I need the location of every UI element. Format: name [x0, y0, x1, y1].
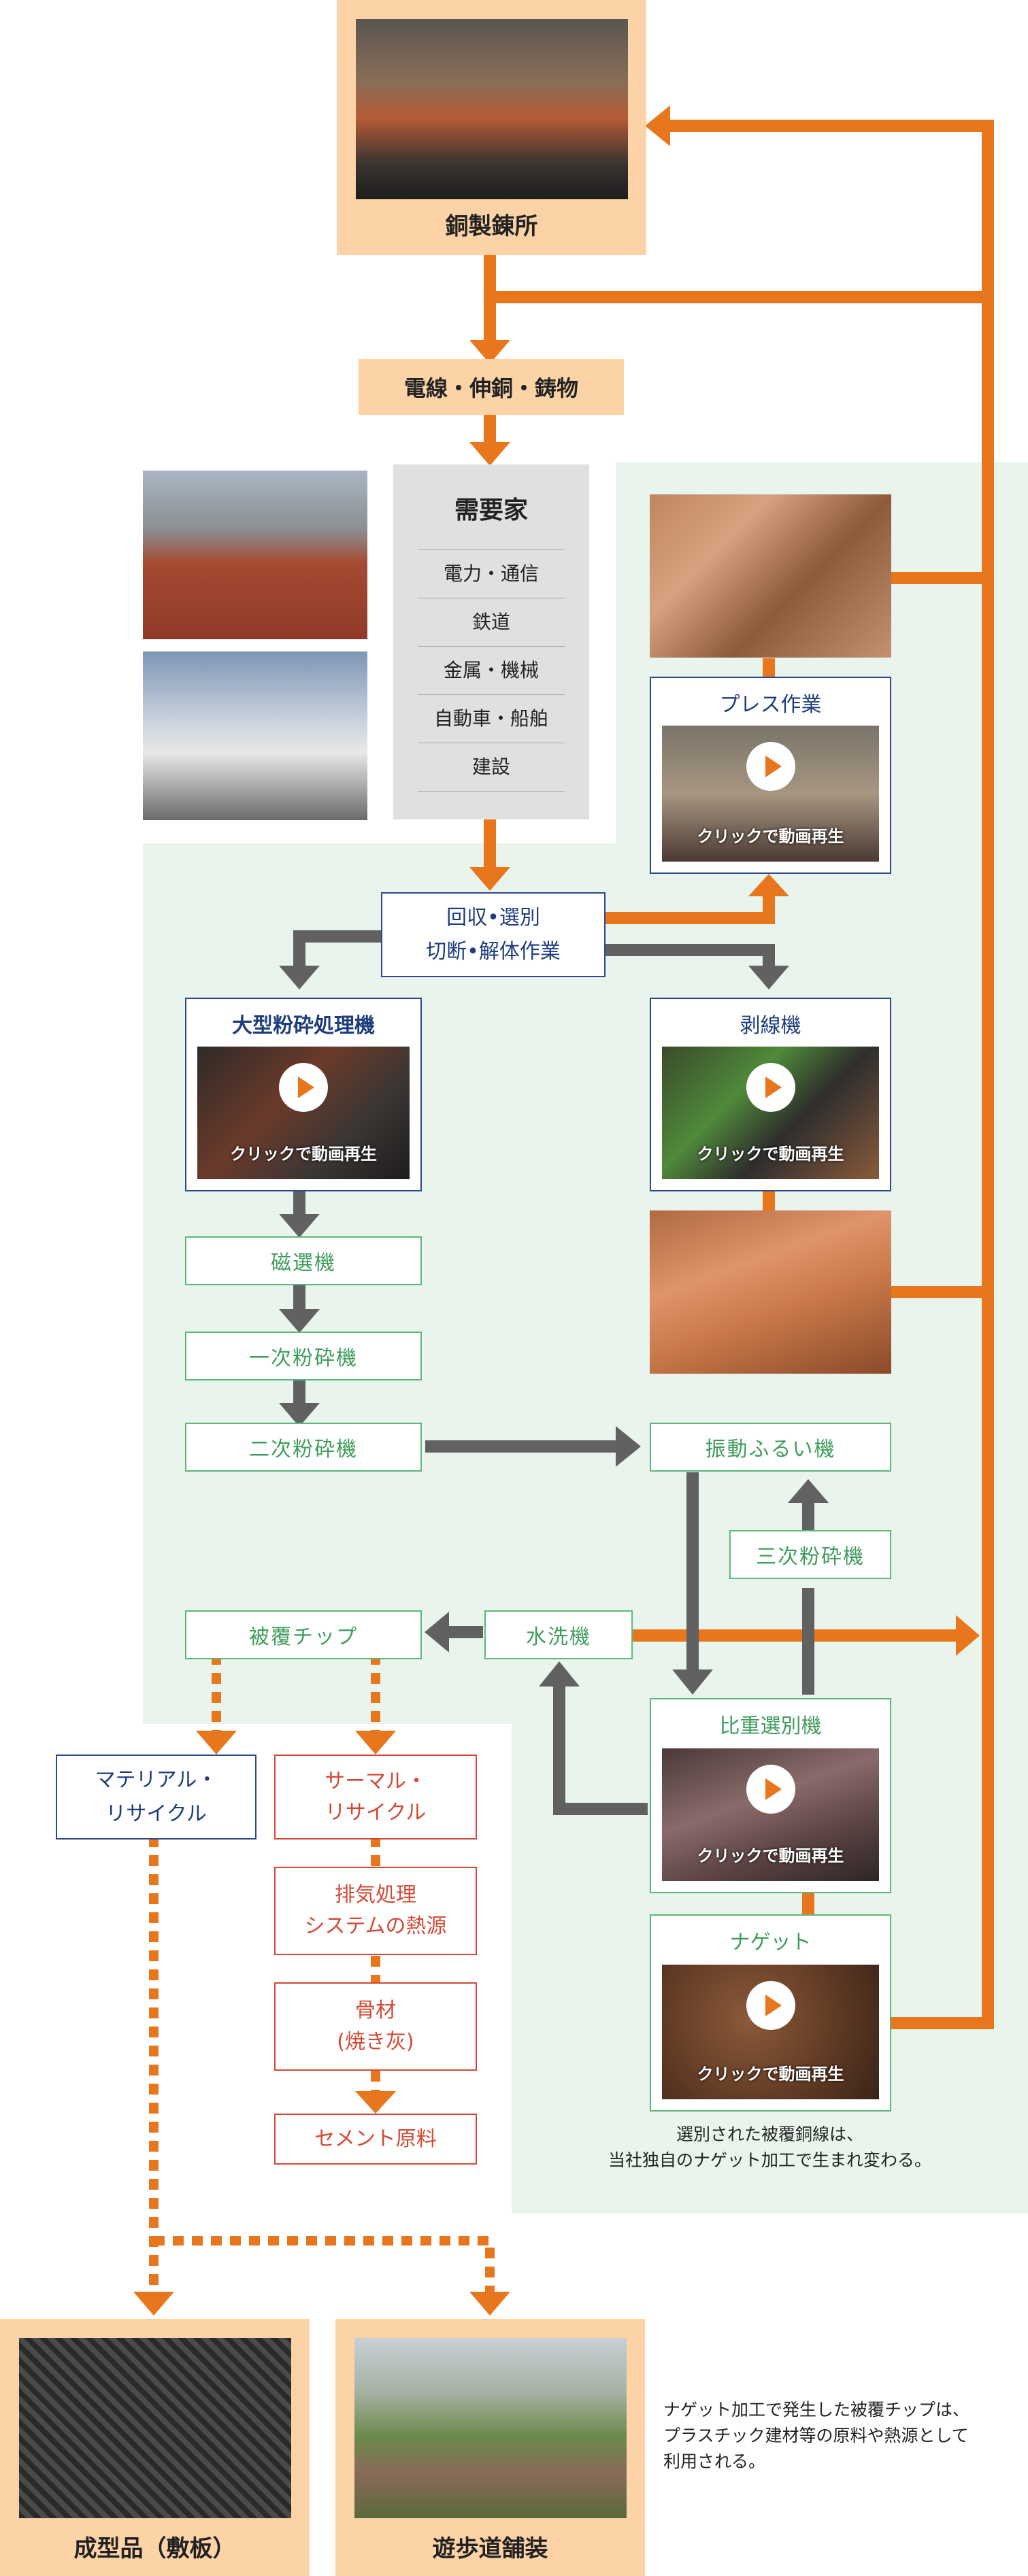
collection-right [606, 944, 775, 966]
consumer-item: 建設 [418, 743, 565, 792]
thermal-recycle-box: サーマル・ リサイクル [274, 1755, 477, 1840]
collection-line2: 切断•解体作業 [426, 939, 561, 964]
pressed-wire-photo [650, 494, 891, 658]
gravity-separator-title: 比重選別機 [719, 1714, 822, 1738]
gravity-separator-card[interactable]: 比重選別機 クリックで動画再生 [650, 1698, 891, 1893]
return-line [670, 120, 994, 870]
coated-chip-box: 被覆チップ [185, 1610, 422, 1659]
exhaust-box: 排気処理 システムの熱源 [274, 1867, 477, 1955]
collection-line1: 回収•選別 [446, 905, 540, 930]
nugget-right [891, 870, 994, 2029]
water-wash-box: 水洗機 [484, 1610, 633, 1659]
pavement-card: 遊歩道舗装 [335, 2319, 645, 2576]
play-icon[interactable] [746, 1981, 795, 2030]
pavement-photo [354, 2338, 627, 2518]
play-icon[interactable] [746, 742, 795, 791]
smelter-label: 銅製錬所 [445, 213, 538, 240]
large-shredder-card[interactable]: 大型粉砕処理機 クリックで動画再生 [185, 998, 422, 1191]
crane-truck-photo [143, 651, 367, 820]
molded-card: 成型品（敷板） [0, 2319, 310, 2576]
nugget-card[interactable]: ナゲット クリックで動画再生 [650, 1914, 891, 2112]
stripper-title: 剥線機 [740, 1014, 801, 1038]
large-shredder-title: 大型粉砕処理機 [232, 1014, 375, 1038]
secondary-shredder-box: 二次粉砕機 [185, 1423, 422, 1472]
wire-products-box: 電線・伸銅・鋳物 [359, 359, 624, 415]
magnetic-separator-box: 磁選機 [185, 1236, 422, 1285]
cement-box: セメント原料 [274, 2114, 477, 2165]
stripper-thumbnail[interactable]: クリックで動画再生 [662, 1047, 879, 1179]
copper-bundles-photo [650, 1210, 891, 1374]
molded-photo [19, 2338, 291, 2518]
stripper-card[interactable]: 剥線機 クリックで動画再生 [650, 998, 891, 1191]
gray-arrowheads [279, 966, 829, 1695]
primary-shredder-box: 一次粉砕機 [185, 1332, 422, 1380]
video-caption: クリックで動画再生 [697, 1145, 844, 1164]
video-caption: クリックで動画再生 [697, 827, 844, 846]
consumer-item: 電力・通信 [418, 550, 565, 598]
collection-box[interactable]: 回収•選別 切断•解体作業 [381, 892, 606, 977]
pavement-label: 遊歩道舗装 [432, 2535, 548, 2562]
bottom-join [154, 2236, 495, 2292]
press-title: プレス作業 [719, 693, 822, 717]
smelter-card: 銅製錬所 [337, 0, 646, 255]
gravity-to-water [553, 1687, 648, 1815]
molded-label: 成型品（敷板） [73, 2535, 236, 2562]
large-shredder-thumbnail[interactable]: クリックで動画再生 [197, 1047, 410, 1179]
press-thumbnail[interactable]: クリックで動画再生 [662, 726, 879, 862]
video-caption: クリックで動画再生 [697, 1846, 844, 1865]
nugget-thumbnail[interactable]: クリックで動画再生 [662, 1965, 879, 2099]
dashed-arrowheads [133, 1731, 510, 2316]
tertiary-shredder-box: 三次粉砕機 [729, 1530, 891, 1579]
press-video-card[interactable]: プレス作業 クリックで動画再生 [650, 677, 891, 874]
orange-arrowheads [469, 105, 980, 1656]
play-icon[interactable] [279, 1063, 328, 1112]
video-caption: クリックで動画再生 [230, 1145, 377, 1164]
arrow-collection-press [606, 896, 775, 924]
consumers-list: 電力・通信 鉄道 金属・機械 自動車・船舶 建設 [418, 549, 565, 792]
consumer-item: 金属・機械 [418, 647, 565, 695]
chip-note: ナゲット加工で発生した被覆チップは、 プラスチック建材等の原料や熱源として 利用… [663, 2400, 970, 2471]
nugget-title: ナゲット [729, 1931, 812, 1954]
consumers-panel: 需要家 電力・通信 鉄道 金属・機械 自動車・船舶 建設 [393, 464, 589, 819]
play-icon[interactable] [746, 1765, 795, 1814]
gravity-separator-thumbnail[interactable]: クリックで動画再生 [662, 1748, 879, 1881]
aggregate-box: 骨材 (焼き灰) [274, 1982, 477, 2071]
material-recycle-box: マテリアル・ リサイクル [56, 1755, 256, 1840]
nugget-note: 選別された被覆銅線は、 当社独自のナゲット加工で生まれ変わる。 [608, 2124, 931, 2170]
consumer-item: 自動車・船舶 [418, 695, 565, 743]
collection-left [293, 930, 381, 966]
scrap-yard-photo [143, 471, 367, 639]
consumer-item: 鉄道 [418, 598, 565, 647]
video-caption: クリックで動画再生 [697, 2065, 844, 2084]
consumers-title: 需要家 [454, 496, 528, 524]
smelter-photo [356, 19, 628, 199]
vibrating-screen-box: 振動ふるい機 [650, 1423, 891, 1472]
play-icon[interactable] [746, 1063, 795, 1112]
